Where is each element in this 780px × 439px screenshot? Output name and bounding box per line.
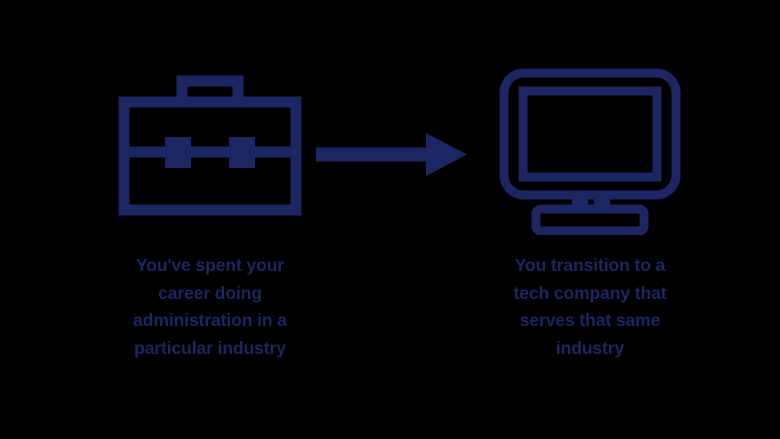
step-future-role: You transition to a tech company that se… bbox=[420, 0, 760, 439]
desktop-monitor-icon-wrap bbox=[420, 62, 760, 237]
caption-line: administration in a bbox=[133, 310, 287, 330]
caption-line: industry bbox=[555, 337, 625, 358]
caption-line: You've spent your bbox=[136, 255, 284, 275]
right-arrow-icon bbox=[316, 133, 467, 176]
caption-line: career doing bbox=[158, 282, 262, 303]
briefcase-icon-wrap bbox=[40, 62, 380, 237]
caption-line: You transition to a bbox=[514, 255, 666, 275]
caption-current-role: You've spent your career doing administr… bbox=[40, 252, 380, 362]
caption-future-role: You transition to a tech company that se… bbox=[420, 252, 760, 362]
caption-line: particular industry bbox=[134, 337, 286, 358]
caption-line: tech company that bbox=[513, 282, 667, 303]
briefcase-icon bbox=[118, 75, 302, 215]
step-current-role: You've spent your career doing administr… bbox=[40, 0, 380, 439]
desktop-monitor-icon bbox=[499, 68, 681, 235]
right-arrow-icon-wrap bbox=[310, 132, 470, 178]
caption-line: serves that same bbox=[519, 310, 661, 330]
